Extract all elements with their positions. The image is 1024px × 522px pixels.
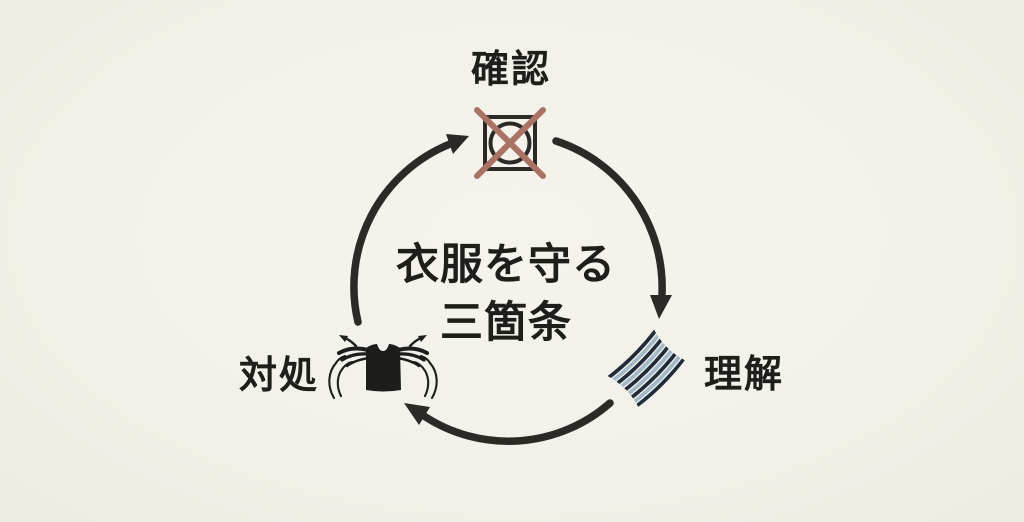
stretch-arrow-left-icon [339,335,358,348]
do-not-tumble-dry-icon [474,107,546,179]
stretch-arrow-right-icon [408,335,427,348]
node-label-taisho: 対処 [238,353,320,397]
arrow-left-to-top [350,134,469,326]
fabric-swatch-icon [605,327,687,409]
diagram-title-line2: 三箇条 [440,298,572,349]
node-label-kakunin: 確認 [470,47,552,91]
arrow-right-to-left [404,399,614,445]
diagram-title: 衣服を守る 三箇条 [396,236,616,352]
node-label-rikai: 理解 [703,352,785,396]
arrow-top-to-right [552,137,672,319]
diagram-title-line1: 衣服を守る [396,240,616,290]
stretch-shirt-hands-icon [328,335,438,400]
